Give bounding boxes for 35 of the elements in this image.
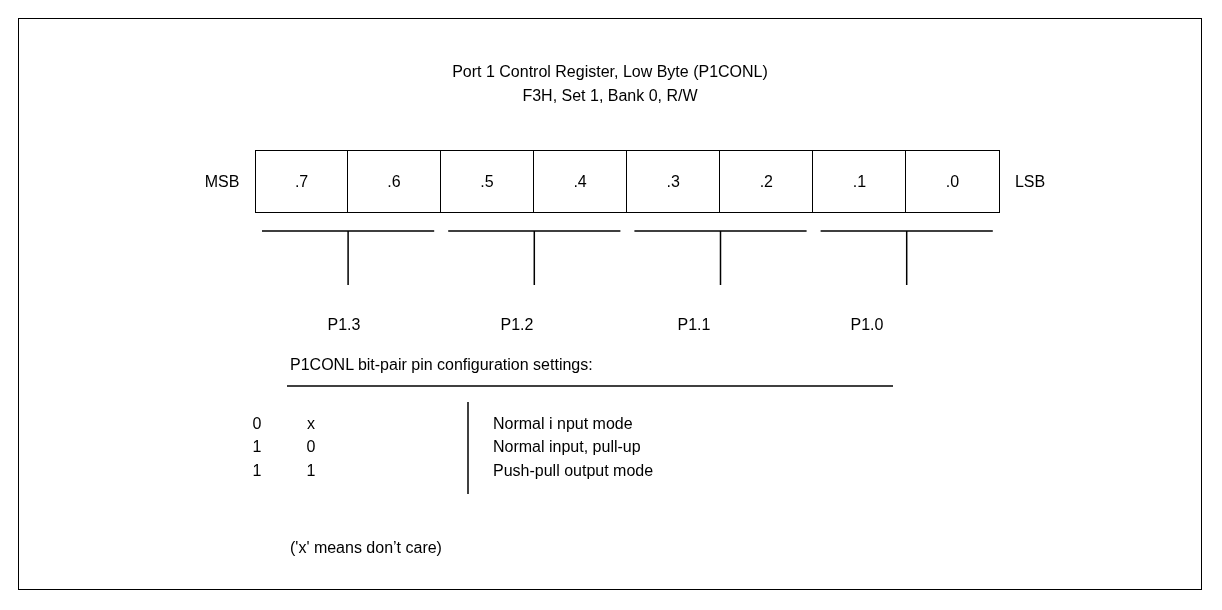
- table-cell-text: 1: [252, 437, 262, 457]
- pin-name: P1.1: [677, 315, 711, 335]
- bit-number: .2: [759, 172, 773, 191]
- bit-order-label: MSB: [204, 172, 240, 192]
- table-cell-text: Normal input, pull-up: [493, 437, 641, 457]
- bit-order-label: LSB: [1014, 172, 1046, 192]
- table-cell-text: Normal i nput mode: [493, 414, 633, 434]
- bit-cell: [532, 150, 628, 213]
- bit-number: .1: [852, 172, 867, 191]
- note: ('x' means don’t care): [290, 538, 442, 558]
- bit-cell: [346, 150, 442, 213]
- table-heading: P1CONL bit-pair pin configuration settings:: [290, 355, 593, 375]
- bit-cell: [255, 150, 349, 213]
- pin-name: P1.0: [850, 315, 884, 335]
- bit-number: .7: [294, 172, 309, 191]
- bit-cell: [812, 150, 907, 213]
- pin-name: P1.2: [500, 315, 534, 335]
- bit-number: .3: [666, 172, 680, 191]
- bit-number: .4: [573, 172, 587, 191]
- bit-cell: [439, 150, 535, 213]
- table-cell-text: 0: [252, 414, 262, 434]
- bit-cell: [625, 150, 721, 213]
- pin-name: P1.3: [327, 315, 361, 335]
- table-cell-text: x: [307, 414, 315, 434]
- table-cell-text: Push-pull output mode: [493, 461, 654, 481]
- bit-cell: [719, 150, 814, 213]
- table-cell-text: 1: [252, 461, 262, 481]
- bit-number: .6: [387, 172, 401, 191]
- table-cell-text: 1: [306, 461, 316, 481]
- register-address: F3H, Set 1, Bank 0, R/W: [522, 86, 698, 106]
- title: Port 1 Control Register, Low Byte (P1CONL): [452, 62, 768, 82]
- bit-cell: [905, 150, 1000, 213]
- table-cell-text: 0: [306, 437, 316, 457]
- bit-number: .0: [945, 172, 960, 191]
- bit-number: .5: [480, 172, 494, 191]
